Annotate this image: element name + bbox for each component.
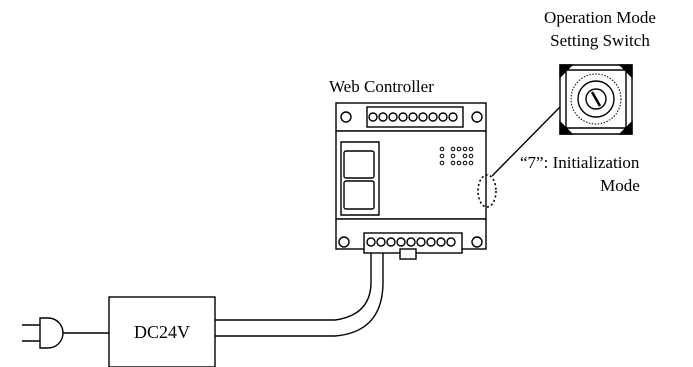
front-cover (340, 141, 380, 216)
initialization-mode-line1: “7”: Initialization (520, 153, 640, 172)
initialization-mode-line2: Mode (600, 176, 640, 195)
switch-pointer (590, 91, 602, 107)
ac-plug-icon (22, 317, 109, 349)
status-leds (439, 146, 474, 166)
switch-title-line1: Operation Mode (544, 8, 656, 27)
switch-leader-line (491, 106, 561, 177)
switch-location-highlight (477, 174, 497, 208)
mount-hole-top-right (471, 111, 483, 123)
bottom-terminal-screws (366, 237, 456, 247)
controller-body (335, 130, 487, 220)
switch-dial-scale (570, 73, 622, 125)
din-clip (399, 248, 417, 260)
dc24v-power-supply (108, 296, 216, 367)
switch-title-line2: Setting Switch (550, 31, 650, 50)
operation-mode-switch (491, 64, 633, 177)
mount-hole-bottom-left (338, 236, 350, 248)
web-controller-title: Web Controller (329, 77, 434, 96)
web-controller (335, 102, 497, 260)
cover-window-top (343, 150, 375, 179)
switch-dial (577, 80, 615, 118)
top-terminal-screws (368, 112, 458, 122)
mount-hole-top-left (340, 111, 352, 123)
power-supply-label: DC24V (134, 322, 190, 342)
mount-hole-bottom-right (471, 236, 483, 248)
cover-window-bottom (343, 180, 375, 210)
power-cable (215, 253, 384, 337)
